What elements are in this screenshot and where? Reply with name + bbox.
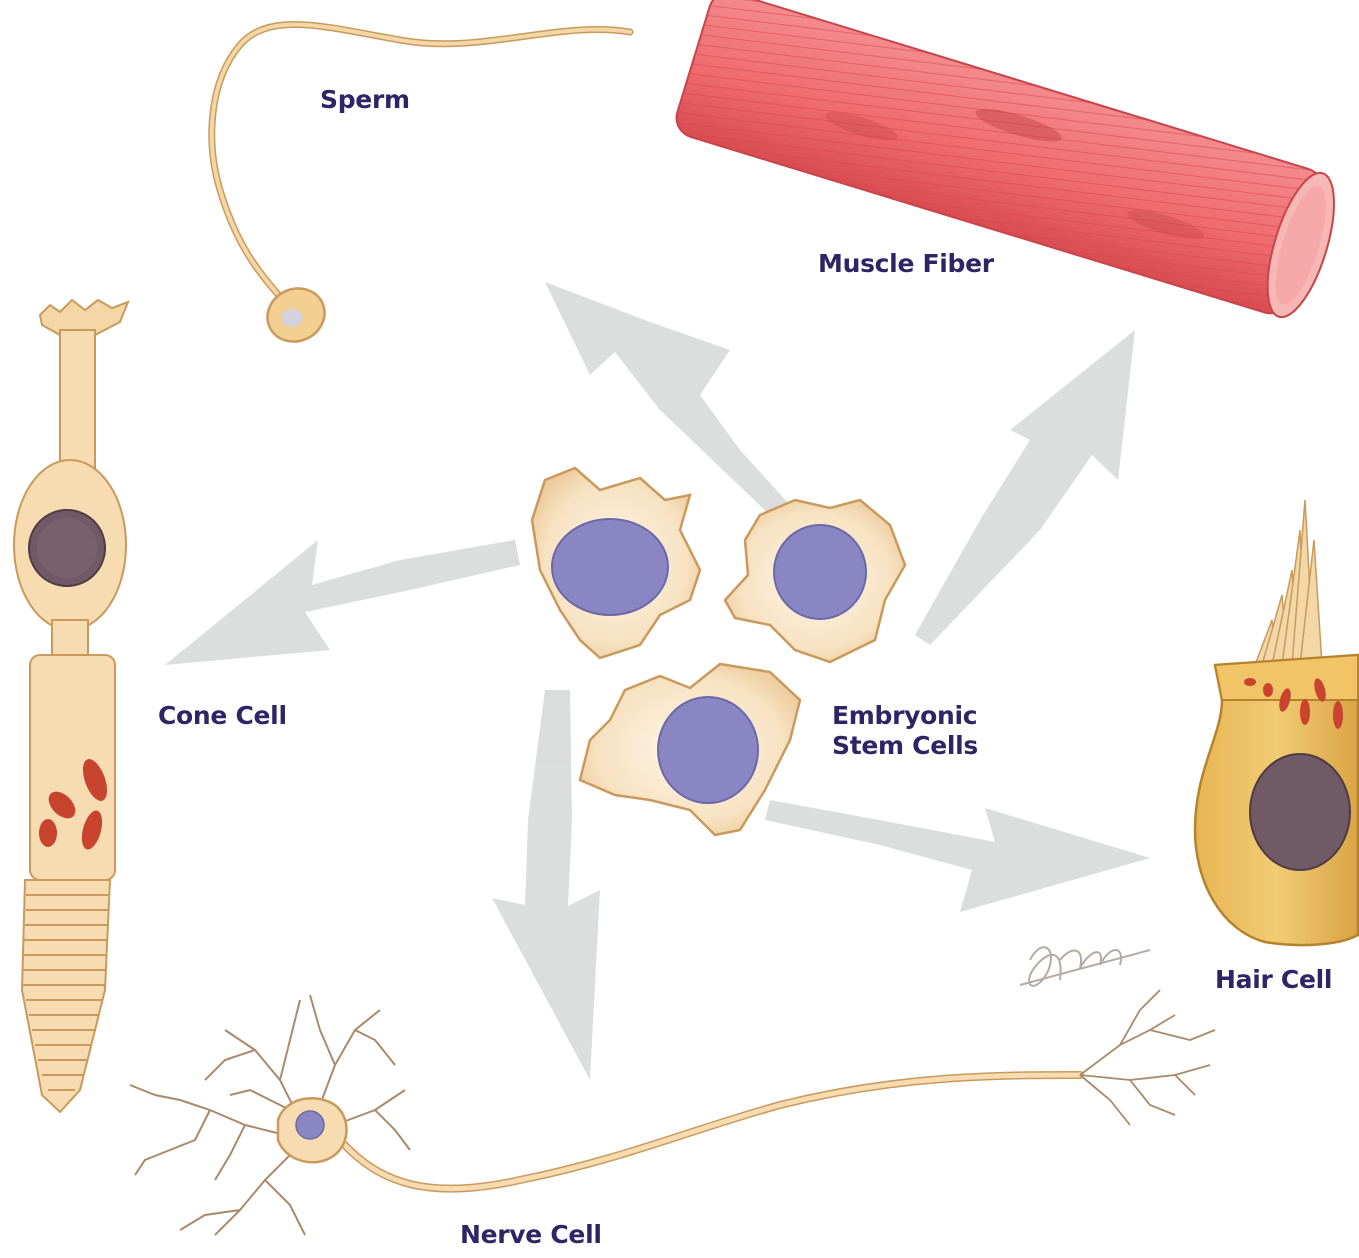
muscle-fiber <box>672 0 1348 324</box>
label-cone-cell: Cone Cell <box>158 701 287 731</box>
artist-signature <box>1020 947 1150 986</box>
arrow-to-cone <box>165 540 520 665</box>
nerve-cell <box>130 990 1215 1235</box>
stem-cell-1 <box>532 468 700 658</box>
stem-cell-3 <box>580 664 800 835</box>
label-sperm: Sperm <box>320 85 410 115</box>
cone-cell <box>14 300 128 1112</box>
arrow-to-nerve <box>492 690 600 1080</box>
arrow-to-hair <box>765 800 1150 912</box>
label-nerve-cell: Nerve Cell <box>460 1220 602 1250</box>
arrow-to-muscle <box>915 330 1135 645</box>
label-hair-cell: Hair Cell <box>1215 965 1332 995</box>
hair-cell <box>1195 500 1358 945</box>
embryonic-stem-cells <box>532 468 905 835</box>
nerve-cell-nucleus <box>296 1111 324 1139</box>
label-embryonic-stem-cells: Embryonic Stem Cells <box>832 701 978 761</box>
label-embryonic-line1: Embryonic <box>832 701 978 731</box>
hair-cell-nucleus <box>1250 754 1350 870</box>
label-muscle-fiber: Muscle Fiber <box>818 249 994 279</box>
stem-cell-2 <box>725 500 905 662</box>
label-embryonic-line2: Stem Cells <box>832 731 978 761</box>
